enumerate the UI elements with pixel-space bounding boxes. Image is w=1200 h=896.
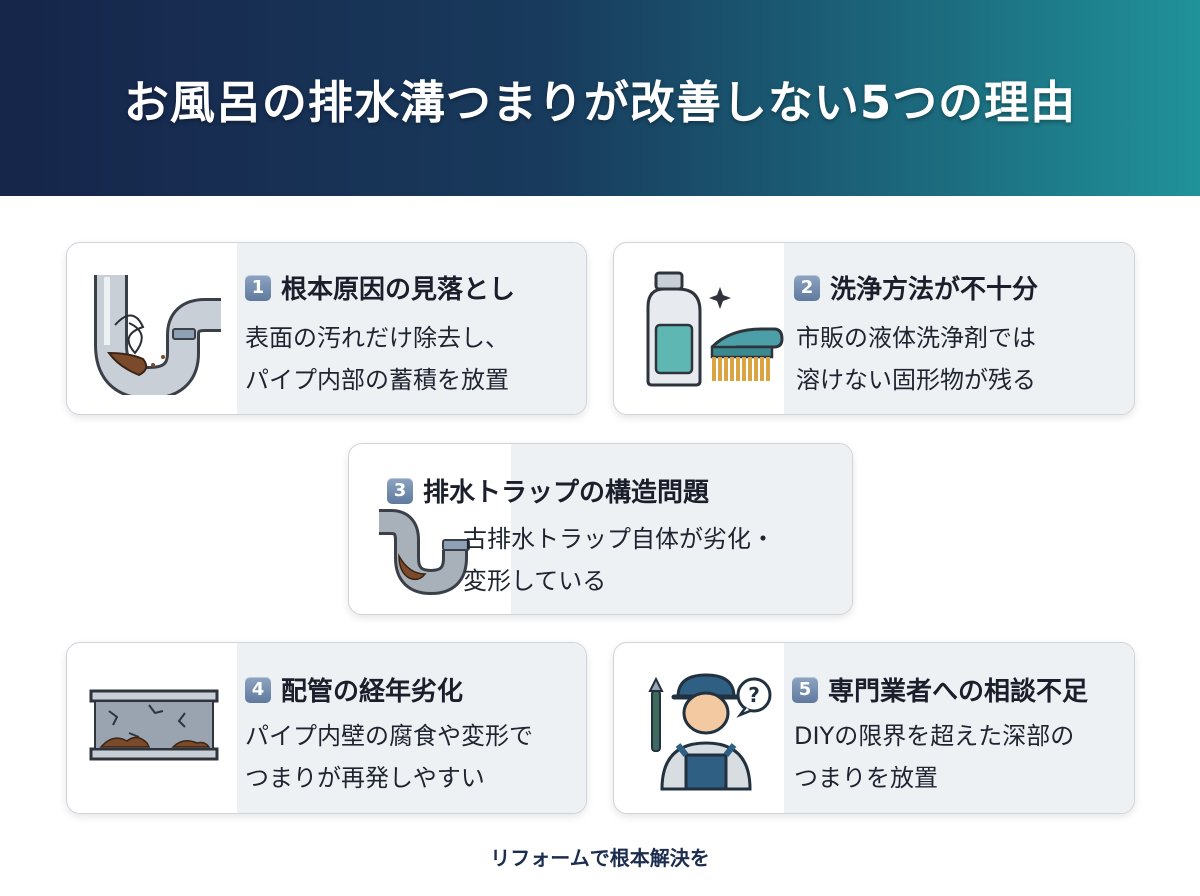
svg-text:?: ? <box>748 683 760 707</box>
card-description: DIYの限界を超えた深部の つまりを放置 <box>794 715 1074 799</box>
page-title: お風呂の排水溝つまりが改善しない5つの理由 <box>123 75 1077 129</box>
description-line: 溶けない固形物が残る <box>796 366 1036 394</box>
card-title-text: 排水トラップの構造問題 <box>423 478 710 508</box>
card-title-text: 専門業者への相談不足 <box>828 677 1089 707</box>
description-line: つまりを放置 <box>794 764 938 792</box>
description-line: パイプ内部の蓄積を放置 <box>245 366 509 394</box>
card-title-text: 根本原因の見落とし <box>281 275 516 305</box>
description-line: 市販の液体洗浄剤では <box>796 324 1036 352</box>
card-description: パイプ内壁の腐食や変形で つまりが再発しやすい <box>245 715 533 799</box>
header-banner: お風呂の排水溝つまりが改善しない5つの理由 <box>0 0 1200 196</box>
reason-card-4: 4 配管の経年劣化 パイプ内壁の腐食や変形で つまりが再発しやすい <box>66 642 587 814</box>
number-badge: 5 <box>792 676 818 703</box>
card-description: 表面の汚れだけ除去し、 パイプ内部の蓄積を放置 <box>245 317 509 401</box>
card-title-text: 配管の経年劣化 <box>281 677 464 707</box>
description-line: パイプ内壁の腐食や変形で <box>245 722 533 750</box>
description-line: 表面の汚れだけ除去し、 <box>245 324 509 352</box>
reason-card-5: ? 5 専門業者への相談不足 DIYの限界を超えた深部の つまりを放置 <box>613 642 1135 814</box>
description-line: 古排水トラップ自体が劣化・ <box>463 525 775 553</box>
card-description: 古排水トラップ自体が劣化・ 変形している <box>463 518 775 602</box>
drain-trap-icon <box>379 509 470 596</box>
reason-card-3: 3 排水トラップの構造問題 古排水トラップ自体が劣化・ 変形している <box>348 443 853 615</box>
number-badge: 1 <box>245 274 271 301</box>
description-line: つまりが再発しやすい <box>245 764 485 792</box>
card-title: 2 洗浄方法が不十分 <box>794 269 1038 306</box>
corroded-pipe-icon <box>89 689 219 761</box>
reason-card-1: 1 根本原因の見落とし 表面の汚れだけ除去し、 パイプ内部の蓄積を放置 <box>66 242 587 415</box>
plumber-icon: ? <box>648 673 772 791</box>
card-title-text: 洗浄方法が不十分 <box>830 275 1039 305</box>
clogged-pipe-icon <box>94 275 221 395</box>
number-badge: 4 <box>245 676 271 703</box>
cleaner-bottle-and-brush-icon <box>646 271 784 387</box>
reason-card-2: 2 洗浄方法が不十分 市販の液体洗浄剤では 溶けない固形物が残る <box>613 242 1135 415</box>
description-line: DIYの限界を超えた深部の <box>794 722 1075 750</box>
card-description: 市販の液体洗浄剤では 溶けない固形物が残る <box>796 317 1036 401</box>
footer-caption: リフォームで根本解決を <box>490 846 710 870</box>
number-badge: 2 <box>794 274 820 301</box>
card-title: 4 配管の経年劣化 <box>245 671 463 708</box>
description-line: 変形している <box>463 567 607 595</box>
card-title: 1 根本原因の見落とし <box>245 269 515 306</box>
card-title: 5 専門業者への相談不足 <box>792 671 1088 708</box>
number-badge: 3 <box>387 477 413 504</box>
card-title: 3 排水トラップの構造問題 <box>387 472 709 509</box>
